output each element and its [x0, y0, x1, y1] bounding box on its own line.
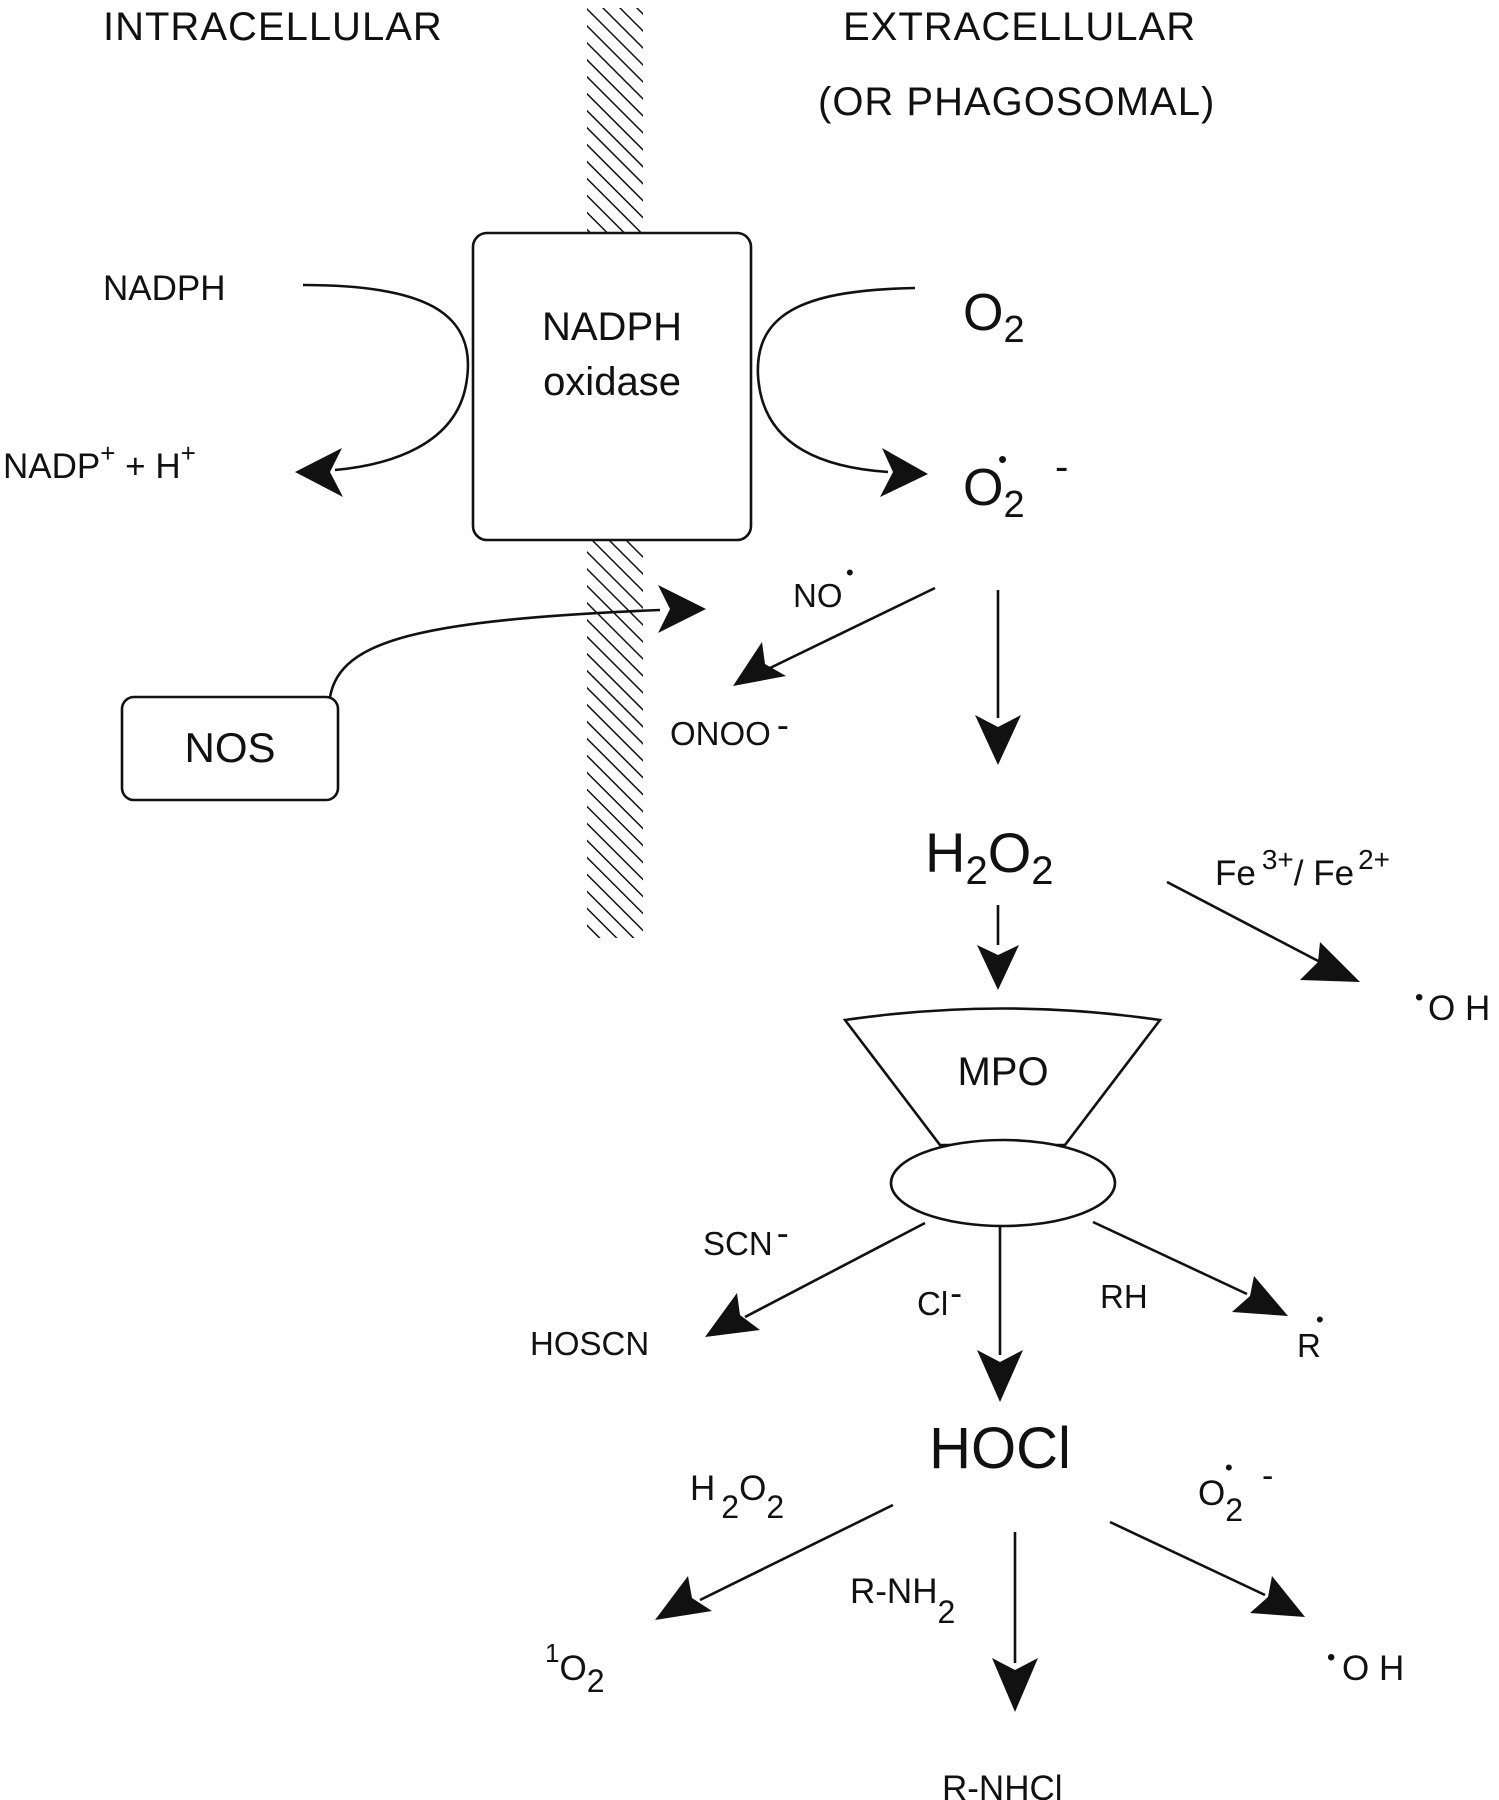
nos-box: [120, 695, 340, 802]
rh-label: RH: [1100, 1278, 1148, 1315]
no-label: NO: [793, 577, 843, 614]
superoxide-reactant-charge: -: [1262, 1457, 1273, 1495]
arrowhead-superoxide: [880, 448, 928, 497]
superoxide-radical-dot: •: [998, 444, 1007, 474]
arrowhead-h2o2: [975, 715, 1021, 765]
superoxide-reactant-dot: •: [1225, 1455, 1233, 1480]
o2-reduction-curve: [756, 286, 916, 474]
fenton-arrow-line: [1166, 880, 1323, 965]
arrowhead-oh2: [1250, 1576, 1305, 1617]
nadph-label: NADPH: [103, 269, 226, 308]
radical-arrow-line: [1092, 1220, 1248, 1296]
oh1-radical-dot: •: [1415, 984, 1423, 1011]
arrowhead-mpo: [977, 945, 1019, 990]
singlet-oxygen-label: 1O2: [545, 1638, 605, 1699]
h2o2-label: H2O2: [925, 821, 1054, 893]
superoxide-label: O2: [963, 459, 1025, 526]
singlet-oxygen-arrow-line: [699, 1503, 894, 1602]
mpo-active-site: [889, 1138, 1117, 1228]
arrowhead-oh1: [1300, 942, 1360, 982]
peroxynitrite-arrow-line: [769, 586, 936, 670]
phagosomal-header: (OR PHAGOSOMAL): [818, 80, 1215, 124]
cl-label: Cl-: [917, 1272, 962, 1322]
arrowhead-hoscn: [705, 1293, 760, 1337]
nos-curve: [328, 608, 661, 698]
arrowhead-chloramine: [992, 1658, 1038, 1712]
scn-label: SCN-: [703, 1212, 789, 1262]
rnh2-label: R-NH2: [850, 1572, 955, 1630]
arrowhead-r: [1232, 1276, 1288, 1316]
no-radical-dot: •: [846, 560, 854, 585]
hoscn-arrow-line: [744, 1221, 926, 1319]
nadph-consumption-curve: [302, 283, 470, 472]
oh2-radical-dot: •: [1327, 1644, 1335, 1671]
o2-label: O2: [963, 284, 1025, 351]
arrowhead-nadp: [295, 448, 343, 497]
mpo-label: MPO: [957, 1050, 1048, 1094]
oh1-label: O H: [1428, 989, 1490, 1028]
oh2-label: O H: [1342, 1649, 1404, 1688]
hydroxyl-arrow-line: [1109, 1520, 1266, 1597]
extracellular-header: EXTRACELLULAR: [843, 5, 1196, 49]
arrowhead-onoo: [733, 642, 786, 686]
arrowhead-singlet-oxygen: [655, 1576, 712, 1620]
nadph-oxidase-box: [471, 231, 753, 542]
nadph-oxidase-label-2: oxidase: [543, 360, 681, 404]
onoo-label: ONOO-: [670, 704, 789, 752]
nos-label: NOS: [184, 724, 275, 771]
mpo-funnel: [842, 1007, 1163, 1147]
superoxide-charge: -: [1055, 445, 1068, 489]
arrowhead-no: [658, 585, 706, 633]
intracellular-header: INTRACELLULAR: [103, 5, 443, 49]
nadp-label: NADP+ + H+: [3, 438, 196, 486]
hocl-label: HOCl: [929, 1416, 1071, 1481]
superoxide-reactant-label: O2: [1198, 1474, 1243, 1528]
arrowhead-hocl: [977, 1350, 1023, 1402]
rnhcl-label: R-NHCl: [942, 1769, 1063, 1800]
r-radical-dot: •: [1316, 1307, 1324, 1332]
hoscn-label: HOSCN: [530, 1325, 649, 1362]
r-label: R: [1297, 1327, 1321, 1364]
nadph-oxidase-label-1: NADPH: [542, 305, 682, 349]
